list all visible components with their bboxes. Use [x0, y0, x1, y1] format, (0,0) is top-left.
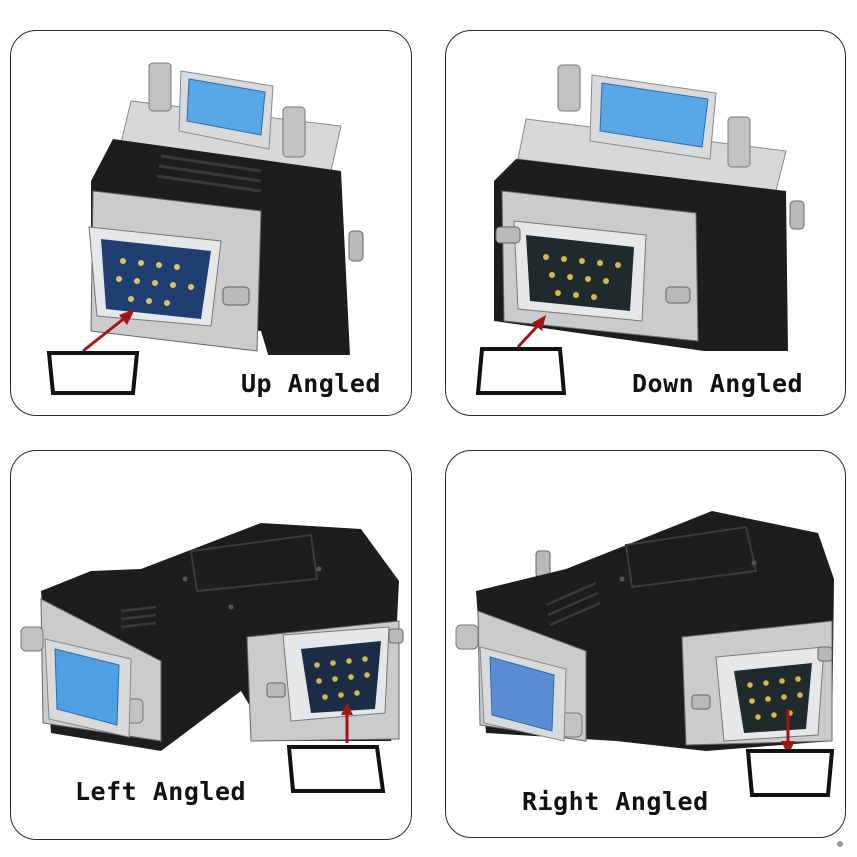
up-angled-caption: Up Angled [241, 369, 381, 398]
left-angled-caption: Left Angled [75, 777, 247, 806]
down-angled-panel: Down Angled [445, 30, 846, 416]
up-angled-panel: Up Angled [10, 30, 412, 416]
right-angled-caption: Right Angled [522, 787, 709, 816]
down-angled-adapter-image [475, 64, 805, 395]
up-angled-adapter-image [46, 62, 411, 415]
down-angled-caption: Down Angled [632, 369, 804, 398]
left-angled-panel: Left Angled [10, 450, 412, 840]
right-angled-panel: Right Angled [445, 450, 846, 838]
watermark-dot [837, 841, 843, 847]
right-angled-adapter-image [455, 511, 835, 797]
left-angled-adapter-image [20, 523, 404, 793]
